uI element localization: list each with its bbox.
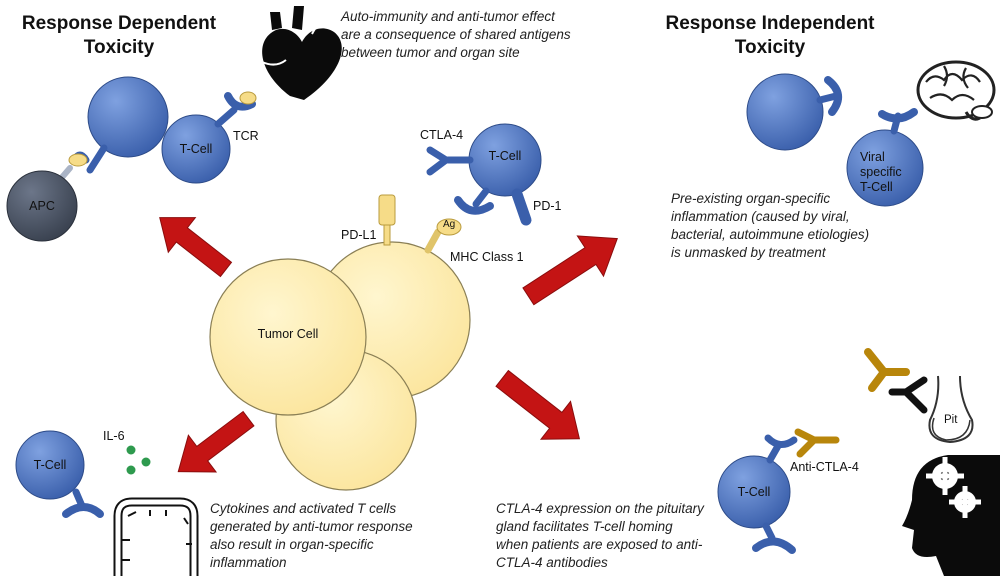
t-cell-tcr [161,114,231,184]
heading-left-line2: Toxicity [83,37,155,58]
note-preexisting-inflammation: Pre-existing organ-specific inflammation… [671,190,869,262]
note-right-line1: Pre-existing organ-specific [671,191,831,206]
mhc-class-1 [424,218,462,254]
heading-right-line2: Toxicity [734,37,806,58]
antigen [436,218,462,236]
note-bottom-left-line1: Cytokines and activated T cells [210,501,397,516]
arrow-down-right [495,369,581,440]
note-shared-antigens: Auto-immunity and anti-tumor effect are … [341,8,571,62]
label-viral-t-cell: Viral specific T-Cell [860,150,910,195]
arrow-up-right [522,235,618,306]
label-viral-line2: specific [860,165,902,179]
label-ag: Ag [443,219,456,230]
organ-receptor-right [816,76,842,116]
label-t-cell-cytokine: T-Cell [33,458,67,472]
pd1-receptor [511,188,532,226]
apc-receptor [55,144,108,185]
heading-response-dependent: Response Dependent Toxicity [14,12,224,60]
brain-icon [916,60,996,121]
arrow-up-left [159,217,233,278]
organ-cell [87,76,169,158]
organ-cell-right [746,73,824,151]
label-mhc-class-1: MHC Class 1 [450,250,524,264]
apc-cell [6,170,78,242]
pituitary-icon [928,375,974,444]
t-cell-cytokine-receptor [62,488,104,518]
note-bottom-center-line4: CTLA-4 antibodies [496,555,608,570]
heart-icon [261,6,342,100]
note-bottom-left-line4: inflammation [210,555,287,570]
head-gears-icon [902,455,1000,576]
il6-cytokines [126,445,151,475]
viral-t-cell [846,129,924,207]
note-bottom-left-line2: generated by anti-tumor response [210,519,413,534]
viral-receptor [878,108,918,135]
note-top-line2: are a consequence of shared antigens [341,27,571,42]
label-t-cell-pituitary: T-Cell [737,485,771,499]
label-apc: APC [29,199,55,213]
label-pit: Pit [944,414,958,426]
ctla4-receptor [426,146,474,176]
note-top-line1: Auto-immunity and anti-tumor effect [341,9,555,24]
anti-ctla4-antibody-top [864,348,928,414]
label-viral-line3: T-Cell [860,180,893,194]
label-ctla4: CTLA-4 [420,128,464,142]
pd-l1-receptor [378,194,396,246]
label-t-cell-checkpoint: T-Cell [488,149,522,163]
heading-right-line1: Response Independent [665,13,875,34]
heading-left-line1: Response Dependent [21,13,217,34]
label-pd1: PD-1 [533,199,562,213]
note-bottom-center-line1: CTLA-4 expression on the pituitary [496,501,704,516]
t-cell-pituitary-receptors [752,428,840,554]
tumor-cell-front [209,258,367,416]
note-cytokines: Cytokines and activated T cells generate… [210,500,413,572]
label-anti-ctla4: Anti-CTLA-4 [790,460,859,474]
note-ctla4-pituitary: CTLA-4 expression on the pituitary gland… [496,500,704,572]
note-bottom-left-line3: also result in organ-specific [210,537,374,552]
label-pd-l1: PD-L1 [341,228,377,242]
label-t-cell-tcr: T-Cell [179,142,213,156]
label-tumor-cell: Tumor Cell [257,327,319,341]
t-cell-cytokine [15,430,85,500]
t-cell-pituitary [717,455,791,529]
note-right-line3: bacterial, autoimmune etiologies) [671,227,870,242]
tumor-cell-cluster [209,241,471,491]
label-tcr: TCR [233,129,259,143]
note-right-line2: inflammation (caused by viral, [671,209,850,224]
note-bottom-center-line2: gland facilitates T-cell homing [496,519,673,534]
label-viral-line1: Viral [860,150,885,164]
note-bottom-center-line3: when patients are exposed to anti- [496,537,703,552]
tcr-receptor [214,91,257,128]
note-top-line3: between tumor and organ site [341,45,520,60]
arrow-down-left [177,410,255,473]
heading-response-independent: Response Independent Toxicity [650,12,890,60]
lower-receptor [454,187,494,215]
note-right-line4: is unmasked by treatment [671,245,826,260]
label-il6: IL-6 [103,429,125,443]
colon-icon [113,497,199,576]
